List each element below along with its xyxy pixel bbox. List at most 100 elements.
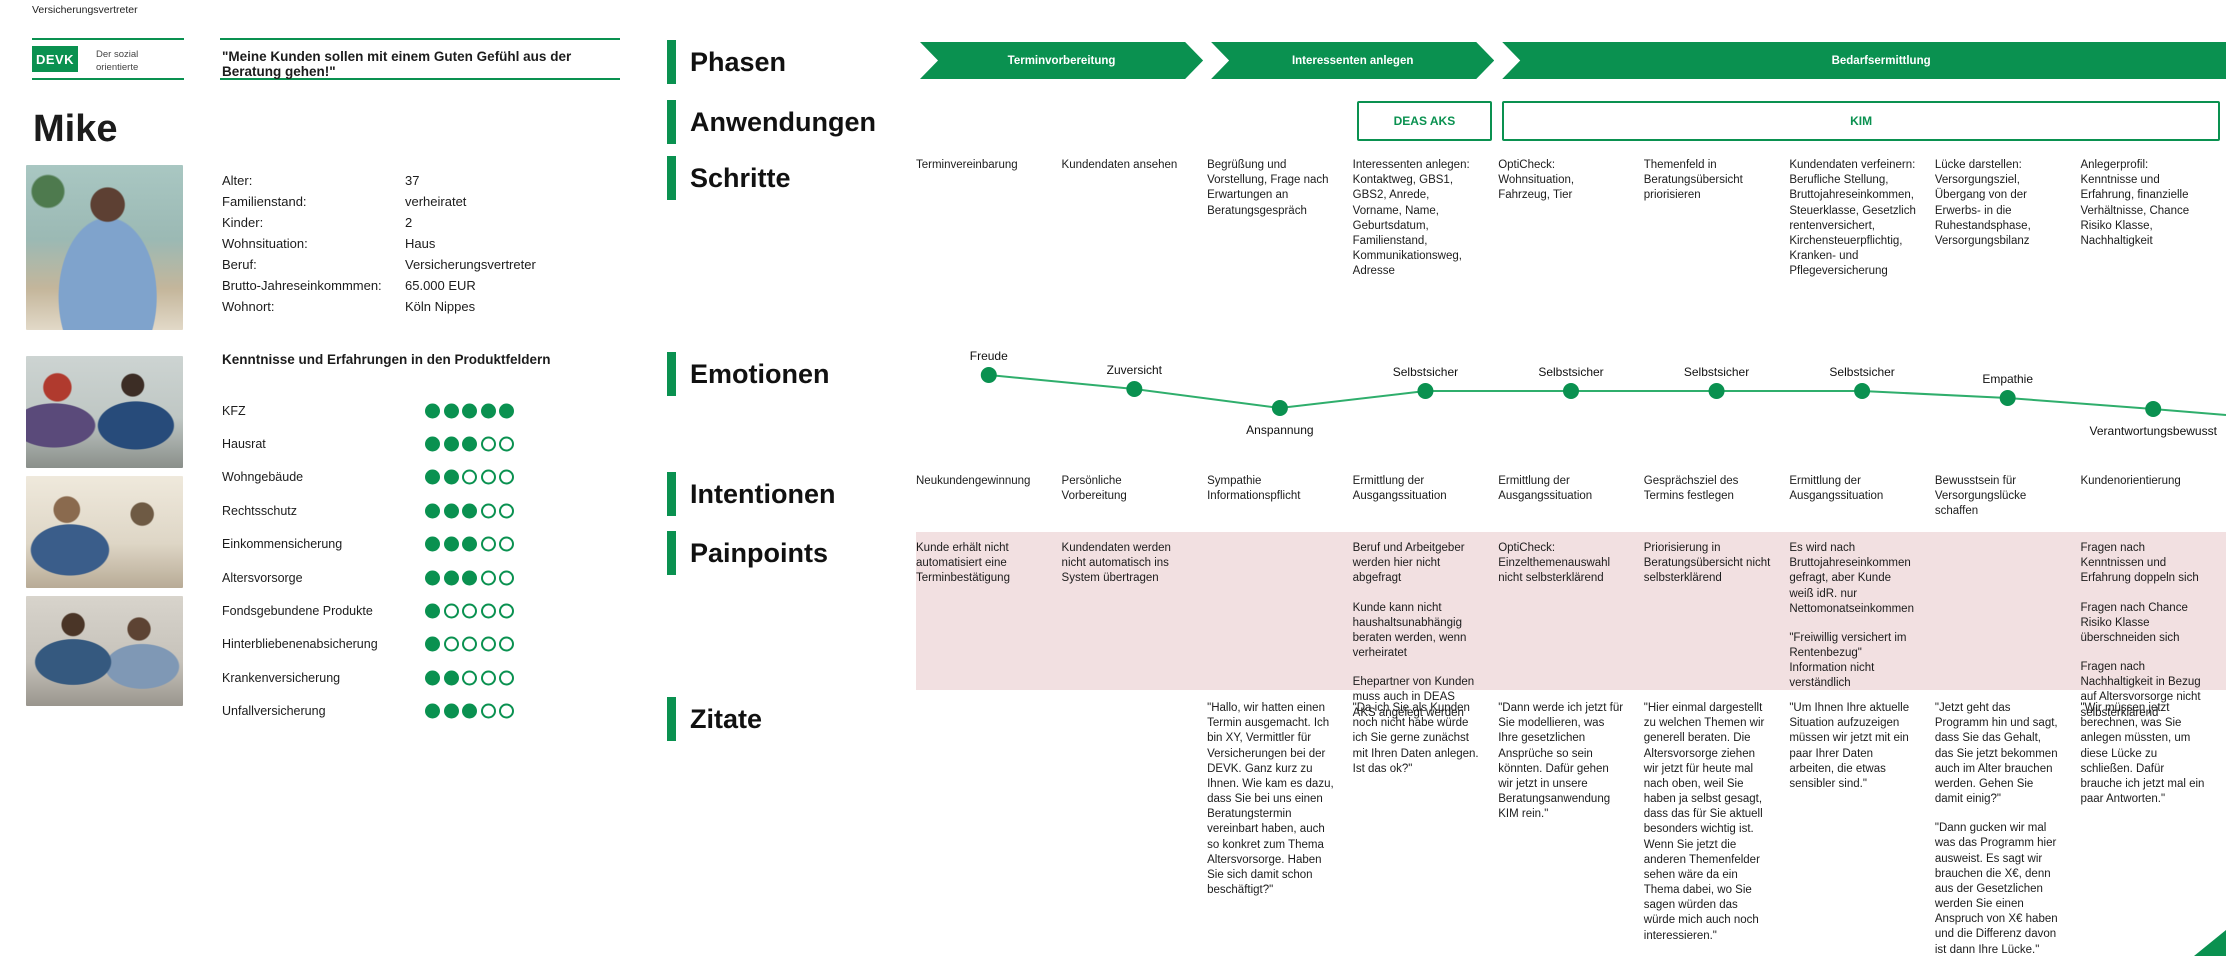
- rating-row: Fondsgebundene Produkte: [222, 594, 522, 627]
- rating-dot: [499, 636, 514, 652]
- detail-row: Wohnort:Köln Nippes: [222, 296, 536, 317]
- persona-category: Versicherungsvertreter: [32, 4, 138, 16]
- detail-label: Alter:: [222, 173, 253, 188]
- emotion-point: [1563, 383, 1579, 399]
- rating-label: Wohngebäude: [222, 470, 304, 485]
- rating-dot: [462, 703, 477, 719]
- emotion-label: Empathie: [1982, 372, 2033, 386]
- rating-dot: [443, 603, 459, 619]
- rating-row: Altersvorsorge: [222, 561, 522, 594]
- detail-row: Wohnsituation: Haus: [222, 233, 536, 254]
- painpoint-cell: Es wird nach Bruttojahreseinkommen gefra…: [1789, 541, 1935, 735]
- text-paragraph: Priorisierung in Beratungsübersicht nich…: [1643, 542, 1771, 585]
- intention-cell: Ermittlung der Ausgangssituation: [1498, 475, 1593, 503]
- divider: [32, 38, 184, 40]
- phase-arrow: Interessenten anlegen: [1211, 42, 1494, 79]
- rating-dot: [499, 403, 514, 419]
- divider: [220, 38, 620, 40]
- rating-dot: [425, 503, 440, 519]
- photo-meeting-3: [26, 596, 183, 706]
- emotion-point: [1126, 381, 1143, 397]
- painpoint-cell: Beruf und Arbeitgeber werden hier nicht …: [1353, 541, 1499, 735]
- detail-value: Versicherungsvertreter: [405, 257, 536, 272]
- rating-dot: [443, 670, 459, 686]
- rating-dots: [425, 436, 514, 452]
- text-paragraph: OptiCheck: Einzelthemenauswahl nicht sel…: [1498, 542, 1611, 585]
- text-paragraph: Fragen nach Nachhaltigkeit in Bezug auf …: [2080, 661, 2201, 719]
- row-label-zitate: Zitate: [667, 697, 762, 741]
- detail-value: Köln Nippes: [405, 299, 476, 314]
- rating-dot: [499, 703, 514, 719]
- rating-dots: [425, 703, 514, 719]
- rating-label: Einkommensicherung: [222, 537, 343, 552]
- rating-dots: [425, 636, 514, 652]
- emotion-point: [2145, 401, 2162, 417]
- rating-row: Einkommensicherung: [222, 528, 522, 561]
- emotion-point: [980, 367, 997, 383]
- text-paragraph: "Da ich Sie als Kunden noch nicht habe w…: [1352, 702, 1479, 775]
- detail-row: Kinder:2: [222, 212, 536, 233]
- detail-value: Haus: [405, 236, 436, 251]
- text-paragraph: "Freiwillig versichert im Rentenbezug" I…: [1789, 631, 1907, 690]
- intention-cell: Kundenorientierung: [2080, 475, 2181, 487]
- detail-row: Beruf:Versicherungsvertreter: [222, 254, 536, 275]
- row-label-phasen: Phasen: [667, 40, 786, 84]
- row-label-schritte: Schritte: [667, 156, 791, 200]
- step-cell: OptiCheck: Wohnsituation, Fahrzeug, Tier: [1498, 159, 1575, 202]
- rating-row: Krankenversicherung: [222, 661, 522, 694]
- rating-dot: [425, 570, 440, 586]
- rating-dots: [425, 403, 514, 419]
- rating-dot: [443, 503, 459, 519]
- green-bar: [667, 472, 676, 516]
- quote-cell: "Jetzt geht das Programm hin und sagt, d…: [1935, 701, 2081, 956]
- painpoint-cell: Kunde erhält nicht automatisiert eine Te…: [916, 541, 1062, 735]
- rating-dot: [443, 536, 459, 552]
- rating-dot: [499, 603, 514, 619]
- rating-dot: [480, 503, 496, 519]
- persona-quote: "Meine Kunden sollen mit einem Guten Gef…: [222, 49, 572, 79]
- green-bar: [667, 352, 676, 396]
- rating-dot: [499, 503, 514, 519]
- rating-dot: [480, 703, 496, 719]
- detail-value: 65.000 EUR: [405, 278, 476, 293]
- rating-label: Fondsgebundene Produkte: [222, 604, 373, 619]
- text-paragraph: "Dann werde ich jetzt für Sie modelliere…: [1498, 702, 1624, 821]
- emotion-label: Zuversicht: [1107, 363, 1163, 377]
- phase-arrow: Terminvorbereitung: [920, 42, 1203, 79]
- rating-dot: [462, 536, 477, 552]
- text-paragraph: Fragen nach Chance Risiko Klasse übersch…: [2080, 601, 2188, 644]
- rating-dots: [425, 570, 514, 586]
- divider: [220, 78, 620, 80]
- text-paragraph: Ehepartner von Kunden muss auch in DEAS …: [1352, 676, 1475, 719]
- emotion-point: [1854, 383, 1871, 399]
- detail-value: 2: [405, 215, 413, 230]
- text-paragraph: Es wird nach Bruttojahreseinkommen gefra…: [1789, 542, 1914, 615]
- emotion-point: [1708, 383, 1725, 399]
- step-cell: Terminvereinbarung: [916, 159, 1018, 171]
- text-paragraph: "Um Ihnen Ihre aktuelle Situation aufzuz…: [1789, 702, 1910, 790]
- text-paragraph: Kundendaten werden nicht automatisch ins…: [1061, 542, 1171, 585]
- intention-cell: Neukundengewinnung: [916, 475, 1031, 487]
- quote-cell: "Hier einmal dargestellt zu welchen Them…: [1644, 701, 1790, 956]
- rating-dot: [425, 670, 440, 686]
- quote-cell: "Um Ihnen Ihre aktuelle Situation aufzuz…: [1789, 701, 1935, 956]
- intention-cell: Ermittlung der Ausgangssituation: [1789, 475, 1884, 503]
- detail-value: verheiratet: [405, 194, 467, 209]
- row-label-intentionen: Intentionen: [667, 472, 835, 516]
- step-cell: Kundendaten verfeinern: Berufliche Stell…: [1789, 159, 1916, 278]
- rating-dot: [480, 670, 496, 686]
- rating-dots: [425, 603, 514, 619]
- intention-cell: Persönliche Vorbereitung: [1061, 475, 1127, 503]
- intention-cell: Gesprächsziel des Termins festlegen: [1643, 475, 1739, 503]
- rating-row: Hausrat: [222, 427, 522, 460]
- rating-dot: [462, 469, 477, 485]
- rating-dot: [480, 403, 496, 419]
- detail-label: Wohnsituation:: [222, 236, 308, 251]
- rating-label: KFZ: [222, 403, 246, 418]
- rating-dot: [443, 570, 459, 586]
- emotion-point: [1417, 383, 1434, 399]
